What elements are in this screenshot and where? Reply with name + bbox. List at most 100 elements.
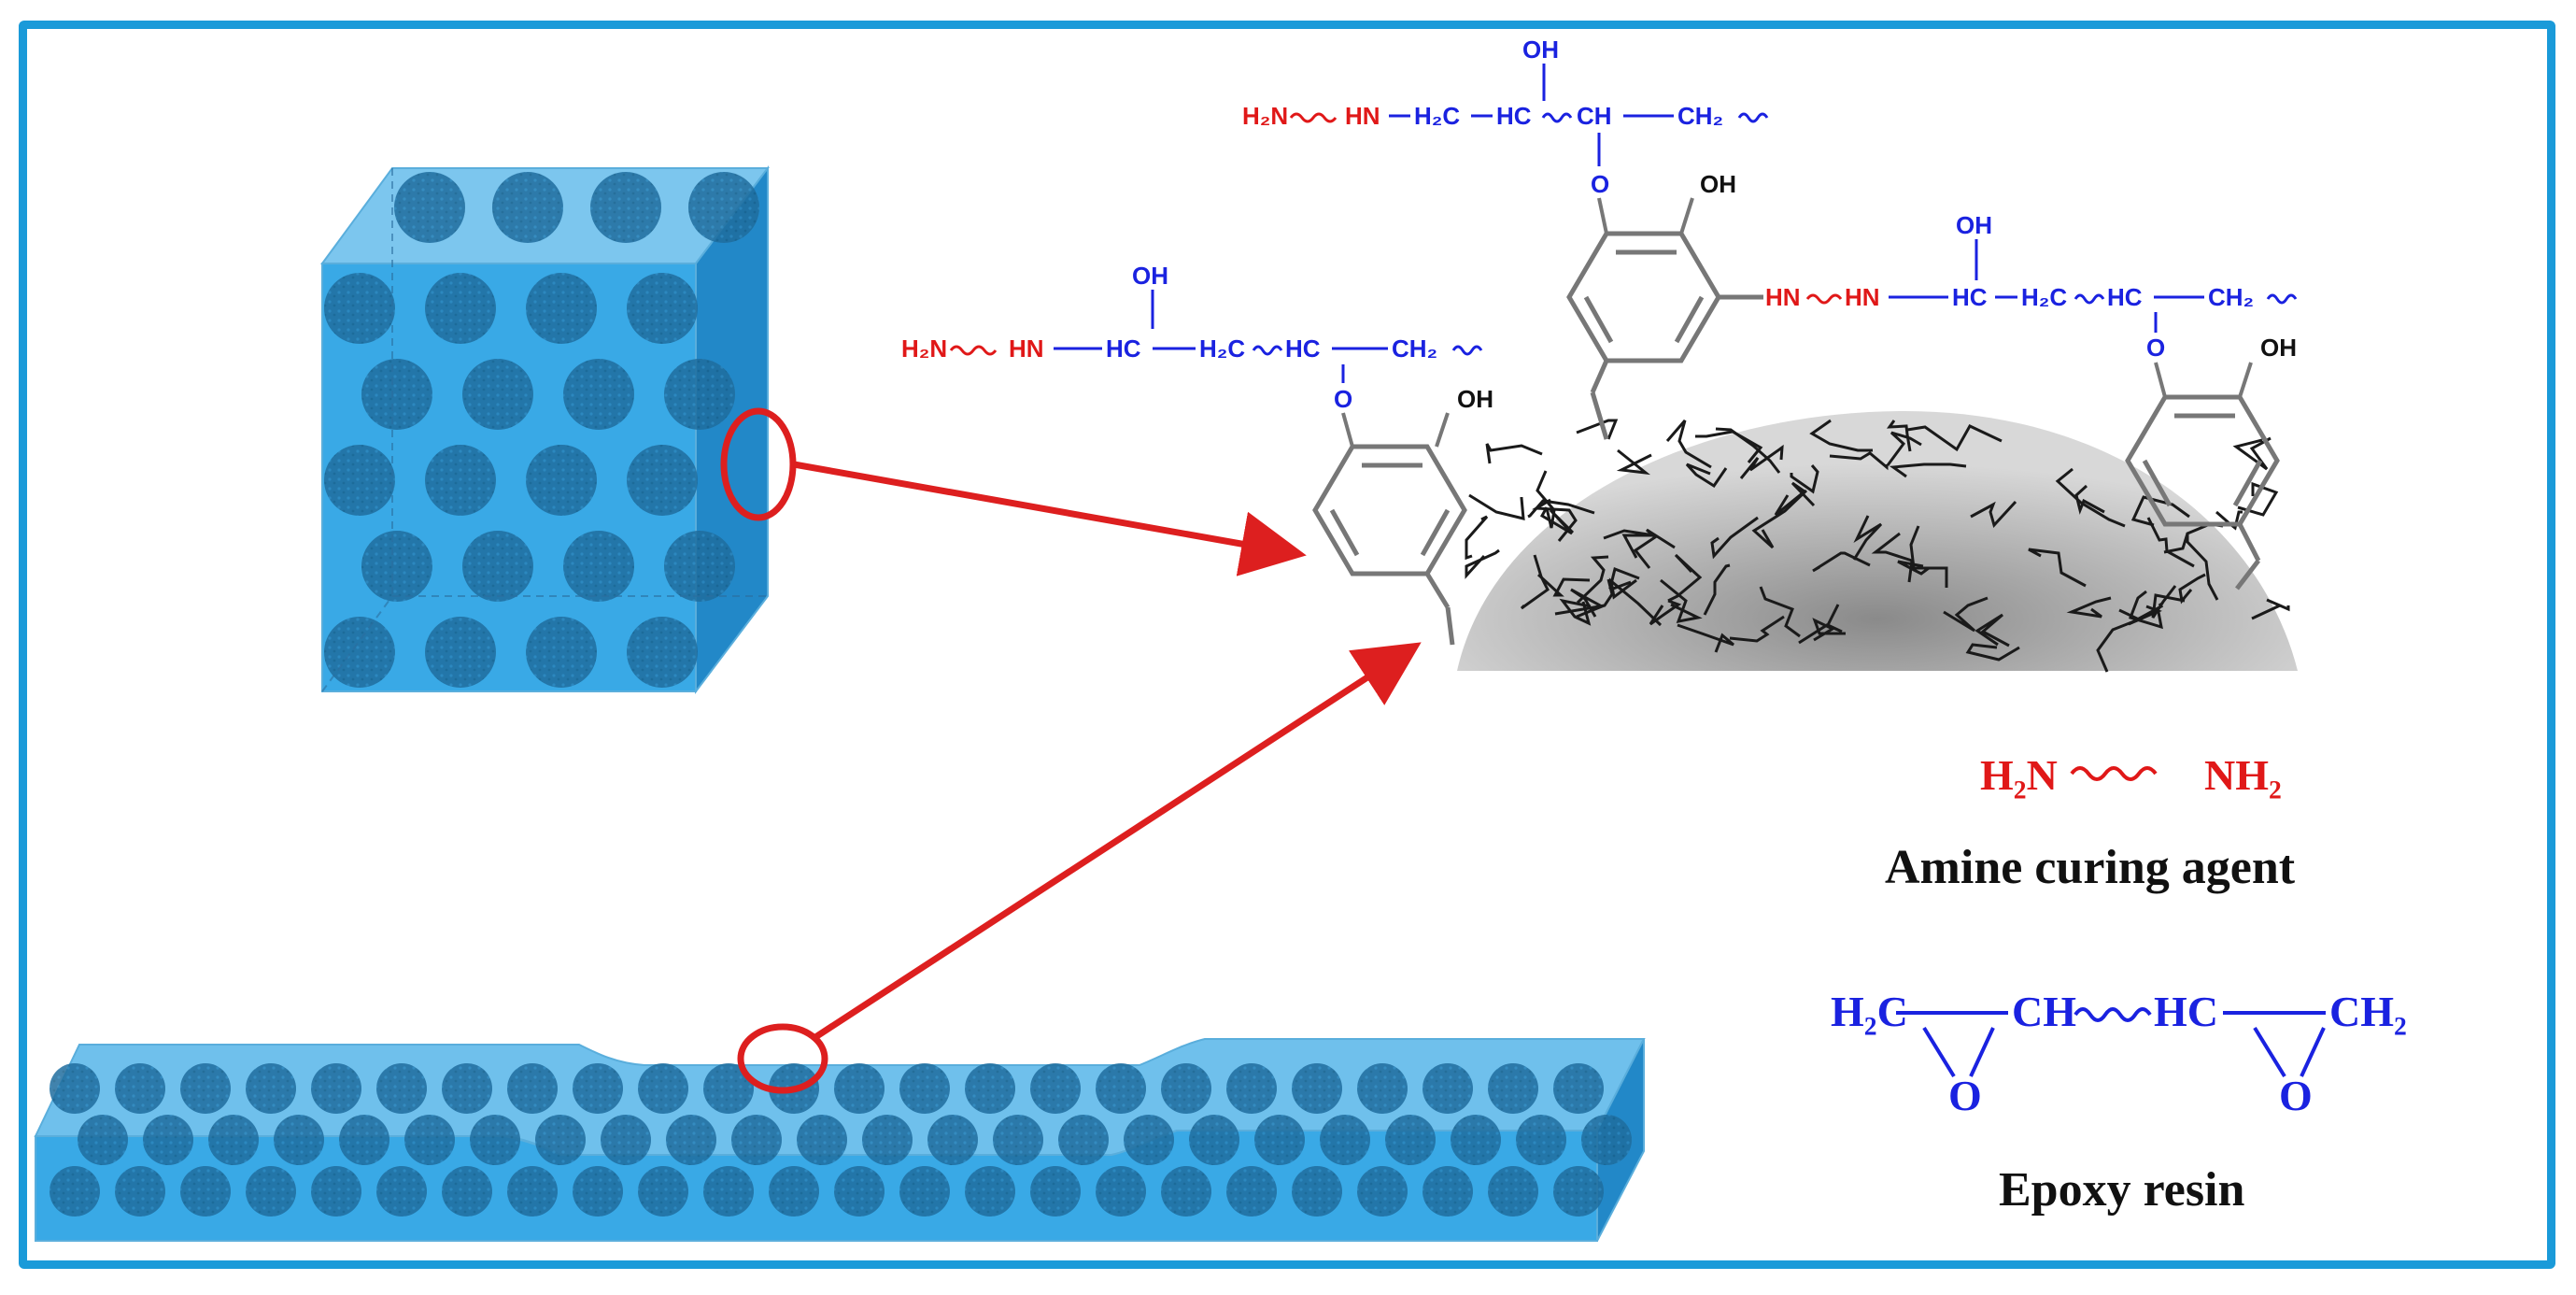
- fiber-particle: [246, 1063, 296, 1114]
- fiber-particle: [1451, 1115, 1501, 1165]
- fiber-strand: [2074, 484, 2105, 515]
- fiber-particle: [1226, 1166, 1277, 1217]
- fiber-particle: [1516, 1115, 1566, 1165]
- fiber-strand: [1616, 448, 1652, 476]
- fiber-particle: [899, 1063, 950, 1114]
- fiber-strand: [2066, 596, 2112, 619]
- fiber-strand: [1889, 462, 1967, 478]
- fiber-particle: [311, 1166, 361, 1217]
- amine-formula-left: H₂N: [1980, 751, 2058, 799]
- chain-right-oh: OH: [1956, 211, 1992, 239]
- benzene-ring-left: [1312, 444, 1467, 646]
- fiber-particle: [965, 1063, 1015, 1114]
- fiber-particle: [311, 1063, 361, 1114]
- fiber-particle: [664, 359, 735, 430]
- chain-right-o: O: [2146, 334, 2165, 362]
- figure-frame: [19, 21, 2555, 1269]
- fiber-strand: [1886, 431, 1922, 466]
- fiber-particle: [442, 1166, 492, 1217]
- fiber-strand: [1812, 618, 1846, 642]
- fiber-strand: [2251, 598, 2290, 620]
- chain-top-seg-1: H₂C: [1414, 102, 1460, 130]
- fiber-strand: [1703, 563, 1731, 616]
- chain-left-amine-nh: HN: [1009, 334, 1044, 363]
- fiber-particle: [274, 1115, 324, 1165]
- fiber-strand: [1974, 613, 2010, 648]
- fiber-particle: [993, 1115, 1043, 1165]
- fiber-strand: [2178, 573, 2206, 605]
- fiber-strand: [1539, 506, 1575, 535]
- fiber-strand: [1829, 451, 1889, 471]
- fiber-particle: [1488, 1166, 1538, 1217]
- fiber-strand: [1812, 551, 1871, 573]
- fiber-particle: [180, 1063, 231, 1114]
- epoxy-wavy-chain: [2074, 1007, 2152, 1022]
- epoxy-label: Epoxy resin: [1999, 1163, 2245, 1217]
- fiber-particle: [1189, 1115, 1239, 1165]
- legend-epoxy: H₂C CH HC CH₂ O O Epoxy resin: [1831, 988, 2407, 1217]
- fiber-particle: [376, 1166, 427, 1217]
- fiber-particle: [425, 273, 496, 344]
- fiber-particle: [627, 273, 698, 344]
- fiber-strand: [1729, 615, 1785, 643]
- chain-right-amine-a: HN: [1765, 283, 1801, 311]
- fiber-particle: [627, 445, 698, 516]
- fiber-particle: [573, 1063, 623, 1114]
- fiber-particle: [462, 359, 533, 430]
- epoxy-right: CH₂: [2329, 988, 2407, 1035]
- fiber-particle: [1292, 1166, 1342, 1217]
- fiber-strand: [2146, 517, 2195, 568]
- fiber-strand: [1576, 555, 1609, 605]
- composite-cube: [320, 165, 771, 694]
- fiber-particle: [862, 1115, 913, 1165]
- fiber-mat: [1457, 411, 2298, 673]
- fiber-particle: [324, 445, 395, 516]
- fiber-strand: [1485, 443, 1543, 464]
- epoxy-hc: HC: [2154, 988, 2218, 1035]
- fiber-strand: [1685, 462, 1728, 489]
- fiber-particle: [1161, 1166, 1211, 1217]
- fiber-particle: [526, 273, 597, 344]
- fiber-particle: [404, 1115, 455, 1165]
- fiber-particle: [1292, 1063, 1342, 1114]
- bar-arrow: [811, 642, 1422, 1042]
- fiber-particle: [442, 1063, 492, 1114]
- fiber-particle: [703, 1166, 754, 1217]
- fiber-particle: [115, 1063, 165, 1114]
- fiber-particle: [965, 1166, 1015, 1217]
- fiber-particle: [1488, 1063, 1538, 1114]
- chain-left-seg-3: HC: [1285, 334, 1321, 363]
- fiber-strand: [2237, 481, 2279, 517]
- fiber-strand: [1739, 444, 1784, 479]
- chain-right-ring-oh: OH: [2260, 334, 2297, 362]
- fiber-strand: [2232, 436, 2272, 471]
- fiber-strand: [1532, 498, 1578, 542]
- fiber-particle: [627, 617, 698, 688]
- fiber-strand: [1790, 464, 1819, 494]
- fiber-particle: [1096, 1063, 1146, 1114]
- fiber-particle: [492, 172, 563, 243]
- fiber-particle: [246, 1166, 296, 1217]
- chain-left-seg-1: HC: [1106, 334, 1141, 363]
- fiber-particle: [78, 1115, 128, 1165]
- benzene-ring-top: [1566, 231, 1763, 440]
- fiber-particle: [425, 445, 496, 516]
- fiber-particle: [1058, 1115, 1109, 1165]
- legend-amine: H₂N NH₂ Amine curing agent: [1885, 751, 2296, 894]
- fiber-particle: [573, 1166, 623, 1217]
- fiber-strand: [1576, 419, 1619, 440]
- fiber-particle: [115, 1166, 165, 1217]
- fiber-strand: [2215, 510, 2243, 531]
- fiber-particle: [1226, 1063, 1277, 1114]
- fiber-particle: [1161, 1063, 1211, 1114]
- chain-top-oh: OH: [1522, 36, 1559, 64]
- fiber-strand: [1751, 489, 1808, 549]
- fiber-particle: [462, 531, 533, 602]
- fiber-strand: [1465, 548, 1500, 579]
- fiber-particle: [361, 359, 432, 430]
- fiber-particle: [563, 359, 634, 430]
- amine-label: Amine curing agent: [1885, 841, 2296, 894]
- fiber-strand: [1909, 525, 1948, 588]
- fiber-particle: [1422, 1166, 1473, 1217]
- chain-left: OH H₂N HN HC H₂C HC CH₂ O OH: [901, 262, 1493, 448]
